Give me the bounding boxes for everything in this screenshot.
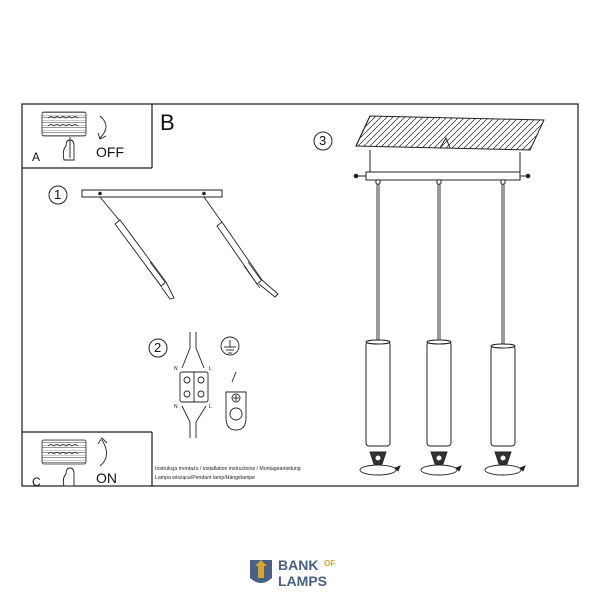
terminal-l-bottom: L xyxy=(209,404,212,410)
step3-number: 3 xyxy=(319,133,327,148)
logo-word-bank: BANK xyxy=(278,557,319,573)
switch-off-icon xyxy=(41,111,107,161)
step1-number: 1 xyxy=(54,187,62,202)
panel-b-letter: B xyxy=(160,110,175,135)
terminal-n-bottom: N xyxy=(174,404,178,410)
step2-circle xyxy=(148,338,168,358)
step2-number: 2 xyxy=(154,340,162,355)
mounting-bracket xyxy=(81,189,223,198)
pendant-shade-left xyxy=(365,339,391,447)
logo-icon xyxy=(250,560,272,583)
outer-frame xyxy=(21,103,579,487)
pendant-shade-middle xyxy=(426,339,452,447)
rotation-arrow-icon xyxy=(394,465,526,472)
logo-word-lamps: LAMPS xyxy=(278,573,327,589)
terminal-n-top: N xyxy=(174,366,178,372)
ground-symbol-icon xyxy=(220,336,240,356)
ceiling-plate xyxy=(355,115,545,178)
wall-anchor-right xyxy=(203,196,279,298)
step3-circle xyxy=(313,131,333,151)
panel-a-letter: A xyxy=(32,150,41,164)
terminal-block xyxy=(179,332,209,438)
pendant-shade-right xyxy=(490,343,516,447)
bulb-middle xyxy=(420,451,458,476)
logo-word-of: OF xyxy=(324,559,336,568)
ground-terminal xyxy=(225,371,247,431)
terminal-l-top: L xyxy=(209,366,212,372)
panel-a-switch-text: OFF xyxy=(96,144,124,160)
panel-c-switch-text: ON xyxy=(96,470,117,486)
bulb-right xyxy=(484,451,522,476)
instructions-caption-line2: Lampa wisząca/Pendant lamp/Hängelampe xyxy=(155,475,256,481)
panel-c-letter: C xyxy=(32,475,41,489)
bulb-left xyxy=(359,451,397,476)
instructions-caption-line1: Instrukcja montażu / installation instru… xyxy=(155,466,301,472)
step1-circle xyxy=(48,185,68,205)
pendant-cables xyxy=(376,184,505,346)
wall-anchor-left xyxy=(99,196,175,300)
switch-on-icon xyxy=(41,437,108,487)
canopy-bar xyxy=(353,171,531,185)
